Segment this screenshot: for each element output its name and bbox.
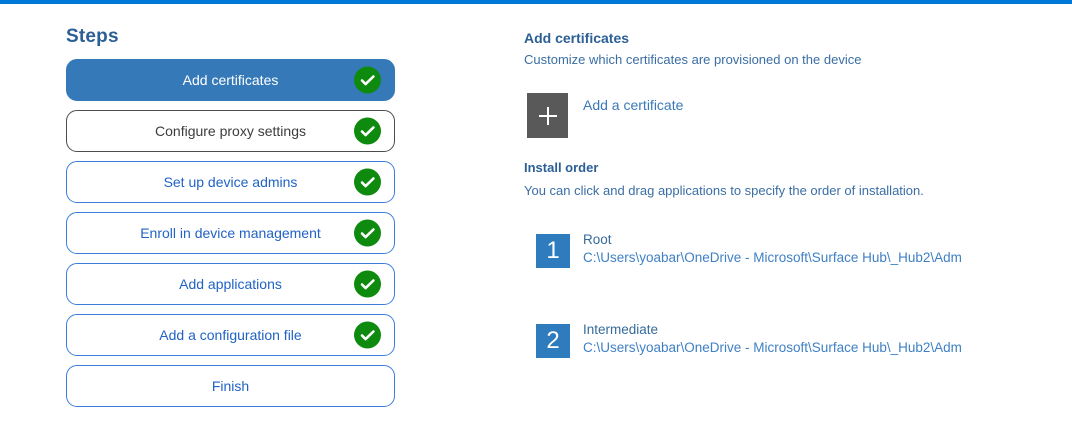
step-label: Add a configuration file: [159, 327, 302, 343]
check-circle-icon: [354, 168, 381, 196]
add-certificates-panel: Add certificates Customize which certifi…: [524, 0, 1072, 443]
check-circle-icon: [354, 270, 381, 298]
step-button-finish[interactable]: Finish: [66, 365, 395, 407]
steps-heading: Steps: [66, 26, 119, 47]
order-number-badge: 2: [536, 324, 570, 358]
steps-sidebar: Steps Add certificates Configure proxy s…: [66, 26, 396, 416]
check-circle-icon: [354, 66, 381, 94]
plus-icon: [527, 93, 568, 138]
step-button-add-a-configuration-file[interactable]: Add a configuration file: [66, 314, 395, 356]
install-order-item-intermediate[interactable]: 2 Intermediate C:\Users\yoabar\OneDrive …: [536, 321, 963, 358]
panel-title: Add certificates: [524, 30, 630, 46]
step-button-add-applications[interactable]: Add applications: [66, 263, 395, 305]
order-item-text: Intermediate C:\Users\yoabar\OneDrive - …: [583, 321, 963, 357]
install-order-description: You can click and drag applications to s…: [524, 183, 924, 198]
step-label: Configure proxy settings: [155, 123, 306, 139]
step-label: Set up device admins: [163, 174, 298, 190]
check-circle-icon: [354, 321, 381, 349]
steps-list: Add certificates Configure proxy setting…: [66, 59, 396, 407]
step-label: Finish: [211, 378, 250, 394]
step-button-add-certificates[interactable]: Add certificates: [66, 59, 395, 101]
certificate-name: Root: [583, 232, 612, 247]
step-label: Add applications: [179, 276, 282, 292]
step-button-set-up-device-admins[interactable]: Set up device admins: [66, 161, 395, 203]
step-label: Enroll in device management: [140, 225, 321, 241]
top-accent-bar: [0, 0, 1072, 4]
step-button-configure-proxy-settings[interactable]: Configure proxy settings: [66, 110, 395, 152]
certificate-path: C:\Users\yoabar\OneDrive - Microsoft\Sur…: [583, 340, 962, 355]
order-item-text: Root C:\Users\yoabar\OneDrive - Microsof…: [583, 231, 963, 267]
step-label: Add certificates: [182, 72, 279, 88]
check-circle-icon: [354, 219, 381, 247]
check-circle-icon: [354, 117, 381, 145]
step-button-enroll-in-device-management[interactable]: Enroll in device management: [66, 212, 395, 254]
add-certificate-label: Add a certificate: [583, 97, 684, 113]
certificate-path: C:\Users\yoabar\OneDrive - Microsoft\Sur…: [583, 250, 962, 265]
add-certificate-button[interactable]: Add a certificate: [527, 93, 683, 138]
order-number-badge: 1: [536, 234, 570, 268]
panel-subtitle: Customize which certificates are provisi…: [524, 52, 862, 67]
install-order-item-root[interactable]: 1 Root C:\Users\yoabar\OneDrive - Micros…: [536, 231, 963, 268]
install-order-heading: Install order: [524, 160, 599, 175]
certificate-name: Intermediate: [583, 322, 659, 337]
